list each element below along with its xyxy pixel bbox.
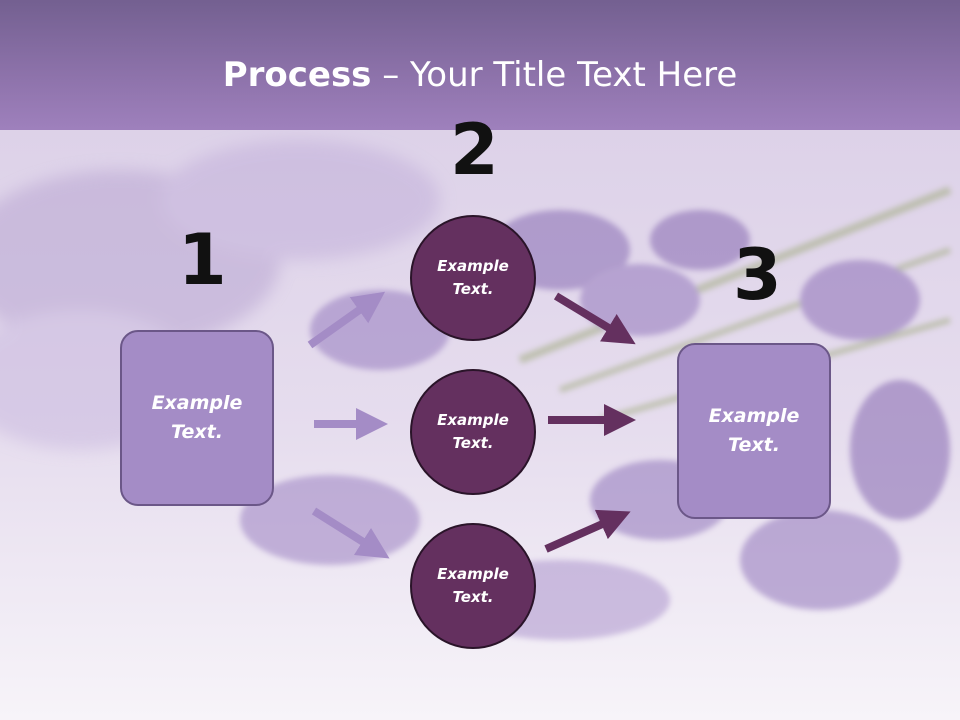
right-box-label: Example Text. — [708, 405, 800, 456]
title-bold: Process — [222, 55, 372, 95]
arrow-bottom-to-right — [544, 509, 631, 553]
left-box-label: Example Text. — [151, 392, 243, 443]
arrow-left-to-top — [307, 291, 386, 349]
circle-bottom-label: Example Text. — [437, 565, 509, 606]
left-process-box: Example Text. — [120, 330, 274, 506]
right-process-box: Example Text. — [677, 343, 831, 519]
circle-bottom: Example Text. — [410, 523, 536, 649]
step-number-3: 3 — [733, 234, 782, 316]
arrow-left-to-bottom — [311, 507, 390, 559]
slide-title: Process – Your Title Text Here — [0, 54, 960, 96]
circle-middle: Example Text. — [410, 369, 536, 495]
title-band — [0, 0, 960, 130]
circle-top: Example Text. — [410, 215, 536, 341]
circle-top-label: Example Text. — [437, 257, 509, 298]
step-number-2: 2 — [450, 109, 499, 191]
step-number-1: 1 — [178, 219, 227, 301]
arrow-top-to-right — [553, 292, 636, 345]
circle-middle-label: Example Text. — [437, 411, 509, 452]
title-rest: – Your Title Text Here — [371, 55, 738, 95]
